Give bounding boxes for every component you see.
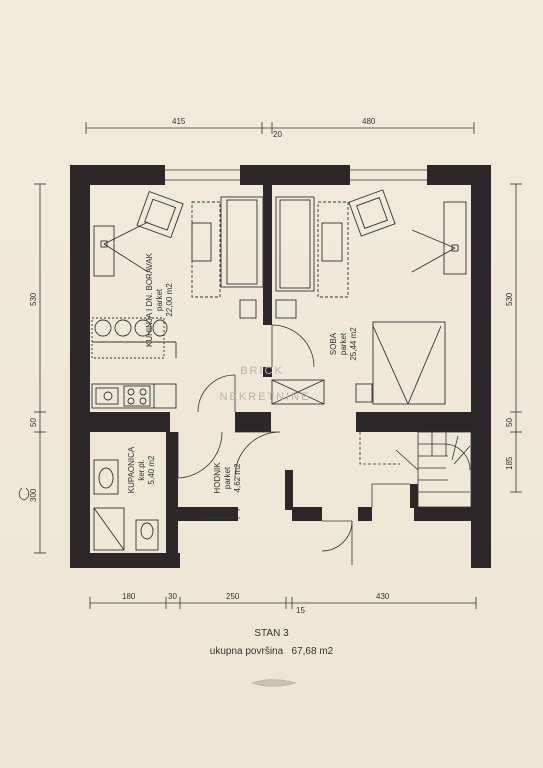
kitchen-furniture (91, 191, 264, 409)
walls (70, 165, 491, 568)
dimension-left (34, 183, 46, 554)
room-area-kupaonica: 5,40 m2 (147, 455, 156, 484)
room-furniture (271, 189, 467, 405)
dim-right-bottom: 185 (505, 456, 514, 470)
room-label-soba: SOBA parket 25,44 m2 (329, 327, 358, 361)
room-name-kupaonica: KUPAONICA (127, 446, 136, 493)
dimension-right (510, 183, 522, 493)
room-name-soba: SOBA (329, 332, 338, 355)
dim-left-middle: 50 (29, 418, 38, 427)
room-area-hodnik: 4,62 m2 (233, 463, 242, 492)
dim-top-middle: 20 (273, 130, 282, 139)
room-label-hodnik: HODNIK parket 4,62 m2 (213, 462, 242, 494)
watermark-bottom: NEKRETNINE (220, 391, 311, 403)
room-label-kuhinja: KUHINJA I DN. BORAVAK parket 22,00 m2 (145, 252, 174, 347)
dimension-top (85, 122, 475, 134)
dim-right-top: 530 (505, 292, 514, 306)
dimension-bottom (89, 597, 477, 609)
dim-bottom-d: 15 (296, 606, 305, 615)
doors (177, 324, 353, 565)
dim-left-top: 530 (29, 292, 38, 306)
room-floor-soba: parket (339, 332, 348, 355)
bathroom-fixtures (93, 459, 159, 551)
dim-right-middle: 50 (505, 418, 514, 427)
dim-left-bottom: 300 (29, 488, 38, 502)
watermark-top: BRICK (240, 365, 284, 377)
dim-bottom-a: 180 (122, 592, 136, 601)
plan-total-label: ukupna površina (209, 646, 284, 657)
room-floor-kuhinja: parket (155, 288, 164, 311)
dim-top-right: 480 (362, 117, 376, 126)
room-area-soba: 25,44 m2 (349, 327, 358, 361)
stairs (359, 431, 472, 508)
room-floor-kupaonica: ker.pl. (137, 459, 146, 480)
room-label-kupaonica: KUPAONICA ker.pl. 5,40 m2 (127, 446, 156, 493)
room-area-kuhinja: 22,00 m2 (165, 283, 174, 317)
plan-title: STAN 3 (254, 628, 289, 639)
edge-mark-icon (18, 487, 30, 501)
room-name-hodnik: HODNIK (213, 462, 222, 494)
dim-bottom-e: 430 (376, 592, 390, 601)
plan-total: ukupna površina 67,68 m2 (0, 646, 543, 657)
ornament-icon (251, 679, 298, 687)
dim-bottom-b: 30 (168, 592, 177, 601)
dim-bottom-c: 250 (226, 592, 240, 601)
dim-top-left: 415 (172, 117, 186, 126)
room-floor-hodnik: parket (223, 466, 232, 489)
room-name-kuhinja: KUHINJA I DN. BORAVAK (145, 252, 154, 347)
plan-total-value: 67,68 m2 (291, 646, 334, 657)
windows (165, 169, 427, 519)
